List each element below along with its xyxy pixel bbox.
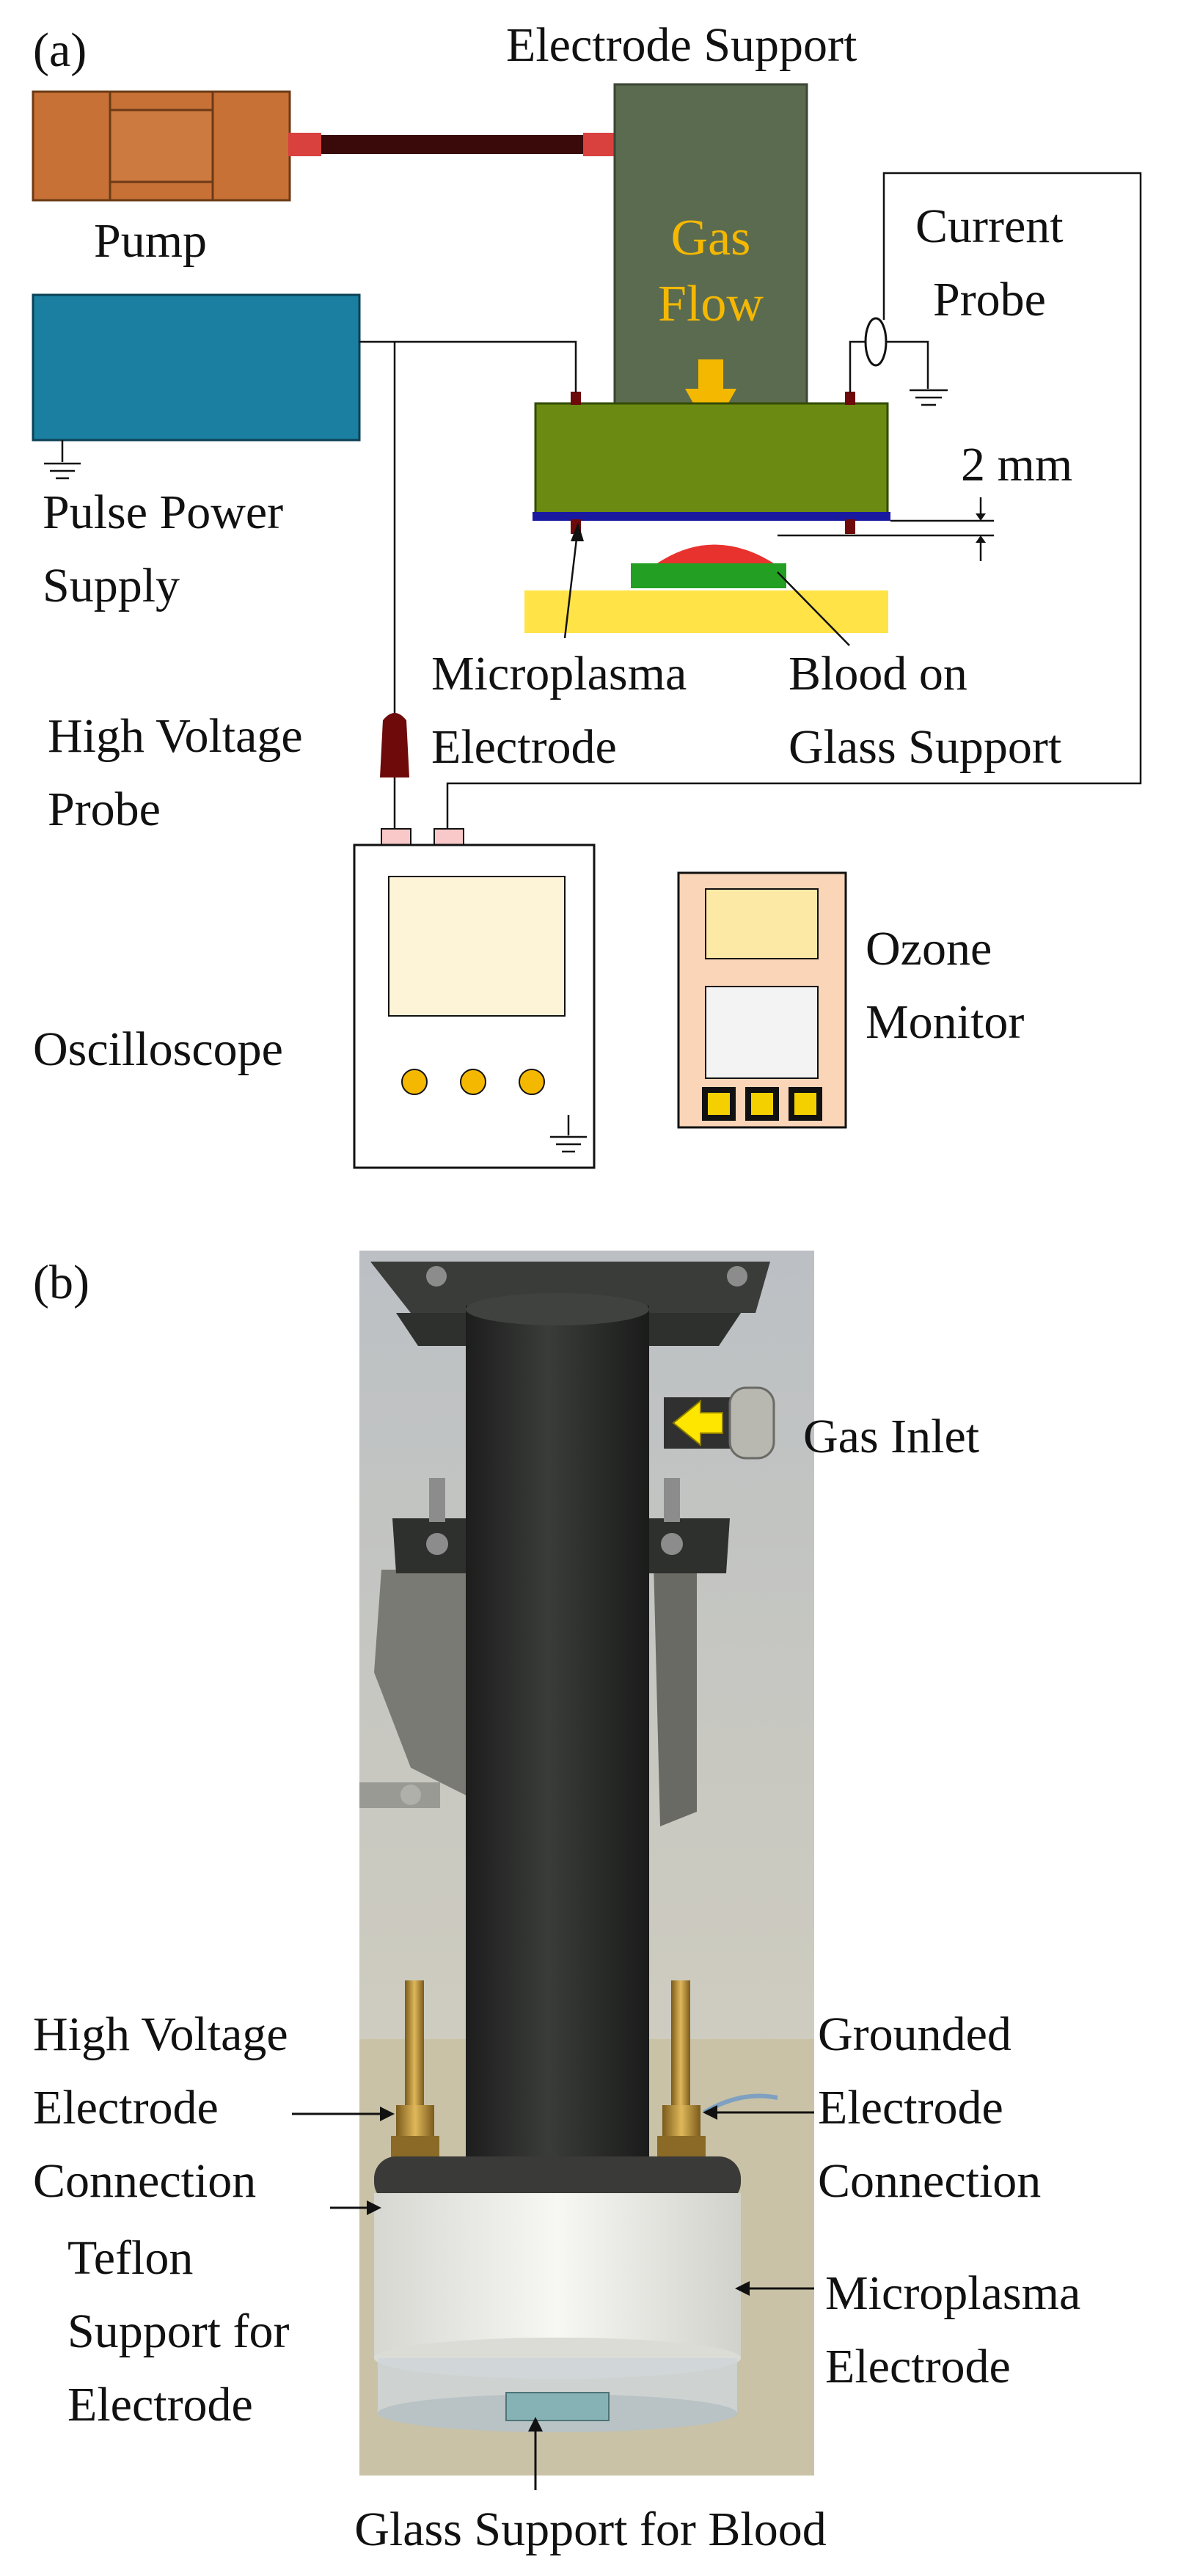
oscilloscope-label: Oscilloscope xyxy=(33,1022,283,1076)
glass-support xyxy=(524,590,888,633)
scope-knob-1 xyxy=(401,1069,428,1095)
scope-knob-3 xyxy=(519,1069,545,1095)
hv-probe-label: Probe xyxy=(48,783,161,836)
microplasma-electrode-strip xyxy=(533,512,890,521)
pulse-power-supply xyxy=(32,293,361,442)
leader-lines-b xyxy=(292,2111,814,2490)
blood-on-label: Blood on xyxy=(789,647,967,700)
teflon-label-3: Electrode xyxy=(67,2378,253,2432)
hv-connection-label-1: High Voltage xyxy=(33,2008,288,2061)
setup-photo xyxy=(359,1251,814,2476)
pump-tube xyxy=(290,135,612,154)
ozone-label: Ozone xyxy=(866,922,992,976)
gap-label: 2 mm xyxy=(961,438,1072,491)
scope-knob-2 xyxy=(460,1069,486,1095)
current-probe-label: Probe xyxy=(933,273,1046,326)
high-voltage-probe xyxy=(380,713,409,777)
ground-connection-label-2: Electrode xyxy=(818,2081,1003,2134)
pump-label: Pump xyxy=(94,214,207,268)
oscilloscope-screen xyxy=(388,876,566,1017)
flow-label: Flow xyxy=(658,276,764,332)
electrode-label: Electrode xyxy=(431,720,617,774)
sample-holder xyxy=(631,563,786,588)
gas-inlet-arrow xyxy=(672,1399,723,1447)
gas-flow-arrow xyxy=(685,359,736,434)
microplasma-b-label-2: Electrode xyxy=(825,2340,1011,2393)
glass-support-label: Glass Support xyxy=(789,720,1061,774)
gas-inlet-label: Gas Inlet xyxy=(803,1410,979,1463)
current-probe xyxy=(864,317,888,367)
teflon-label-2: Support for xyxy=(67,2305,290,2358)
teflon-label-1: Teflon xyxy=(67,2231,193,2285)
electrode-support xyxy=(613,83,808,405)
ozone-screen-bottom xyxy=(705,986,819,1079)
leader-lines-a xyxy=(563,526,850,646)
blood-droplet xyxy=(655,544,776,565)
hv-bolt xyxy=(405,1980,424,2109)
ground-bolt xyxy=(671,1980,690,2109)
panel-a: (a) Electrode Support Pump Gas Flow xyxy=(32,18,1142,1169)
main-tube xyxy=(466,1306,649,2193)
wires xyxy=(359,172,1142,829)
high-voltage-label: High Voltage xyxy=(48,709,303,763)
gas-inlet-cap xyxy=(728,1386,775,1460)
teflon-support xyxy=(374,2193,741,2358)
microplasma-b-label-1: Microplasma xyxy=(825,2266,1080,2320)
teflon-top-ring xyxy=(374,2156,741,2204)
ground-symbol-current xyxy=(910,389,948,406)
ozone-screen-top xyxy=(705,888,819,959)
hv-connection-label-3: Connection xyxy=(33,2154,256,2208)
current-label: Current xyxy=(915,200,1064,253)
electrode-support-label: Electrode Support xyxy=(506,18,857,72)
ground-connection-label-1: Grounded xyxy=(818,2008,1011,2061)
electrode-block xyxy=(534,402,889,515)
top-bracket xyxy=(370,1262,770,1313)
ground-connection-label-3: Connection xyxy=(818,2154,1041,2208)
blood-glass-slide xyxy=(505,2392,610,2421)
panel-b: (b) xyxy=(33,1251,1080,2556)
ground-symbol-scope xyxy=(550,1115,587,1153)
panel-a-tag: (a) xyxy=(33,23,87,77)
microplasma-label: Microplasma xyxy=(431,647,687,700)
panel-b-tag: (b) xyxy=(33,1256,89,1309)
leader-arrowheads-b xyxy=(367,2105,750,2432)
hv-connection-label-2: Electrode xyxy=(33,2081,219,2134)
gas-label: Gas xyxy=(671,210,751,266)
pulse-power-label: Pulse Power xyxy=(43,486,283,539)
pump xyxy=(32,90,291,202)
tube-connector-right xyxy=(583,133,616,156)
supply-label: Supply xyxy=(43,559,180,612)
monitor-label: Monitor xyxy=(866,995,1024,1049)
tube-connector-left xyxy=(288,133,321,156)
ground-symbol-supply xyxy=(44,440,81,480)
glass-support-blood-label: Glass Support for Blood xyxy=(354,2503,827,2556)
